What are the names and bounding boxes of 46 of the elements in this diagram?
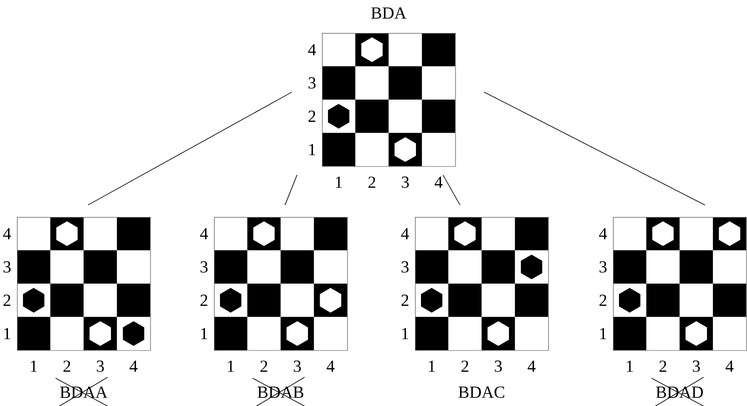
- axis-number: 2: [402, 294, 408, 306]
- tree-line: [484, 92, 706, 206]
- axis-number: 4: [401, 228, 409, 240]
- axis-number: 1: [201, 328, 208, 340]
- axis-number: 3: [4, 261, 11, 273]
- axis-number: 4: [200, 228, 208, 240]
- axis-number: 4: [130, 360, 138, 372]
- axis-number: 3: [692, 360, 700, 372]
- tree-line: [88, 92, 292, 206]
- axis-number: 2: [200, 294, 208, 306]
- axis-number: 2: [4, 294, 10, 306]
- axis-number: 2: [63, 360, 70, 372]
- axis-number: 2: [368, 176, 376, 188]
- axis-number: 1: [626, 360, 633, 372]
- axis-number: 3: [494, 360, 502, 372]
- tree-line: [442, 174, 460, 206]
- axis-number: 2: [461, 360, 468, 372]
- axis-number: 1: [30, 360, 37, 372]
- axis-number: 4: [528, 360, 536, 372]
- axis-number: 1: [4, 328, 10, 340]
- axis-number: 1: [428, 360, 435, 372]
- axis-number: 4: [308, 44, 316, 56]
- axis-number: 3: [200, 261, 208, 273]
- axis-number: 2: [260, 360, 268, 372]
- tree-line: [284, 174, 298, 206]
- axis-number: 4: [434, 176, 443, 188]
- axis-number: 4: [726, 360, 734, 372]
- axis-number: 1: [228, 360, 234, 372]
- axis-number: 2: [659, 360, 666, 372]
- axis-number: 2: [308, 110, 316, 122]
- axis-number: 1: [309, 144, 316, 156]
- board-label: BDAC: [458, 386, 504, 398]
- axis-number: 1: [336, 176, 342, 188]
- axis-number: 1: [600, 328, 606, 340]
- axis-number: 3: [294, 360, 301, 372]
- axis-number: 2: [600, 294, 606, 306]
- axis-number: 3: [308, 77, 316, 89]
- axis-number: 4: [3, 228, 11, 240]
- axis-number: 3: [96, 360, 104, 372]
- axis-number: 1: [402, 328, 408, 340]
- axis-number: 3: [402, 176, 409, 188]
- axis-number: 4: [326, 360, 335, 372]
- axis-number: 3: [600, 261, 607, 273]
- board-label: BDA: [371, 7, 406, 19]
- axis-number: 4: [599, 228, 607, 240]
- axis-number: 3: [402, 261, 409, 273]
